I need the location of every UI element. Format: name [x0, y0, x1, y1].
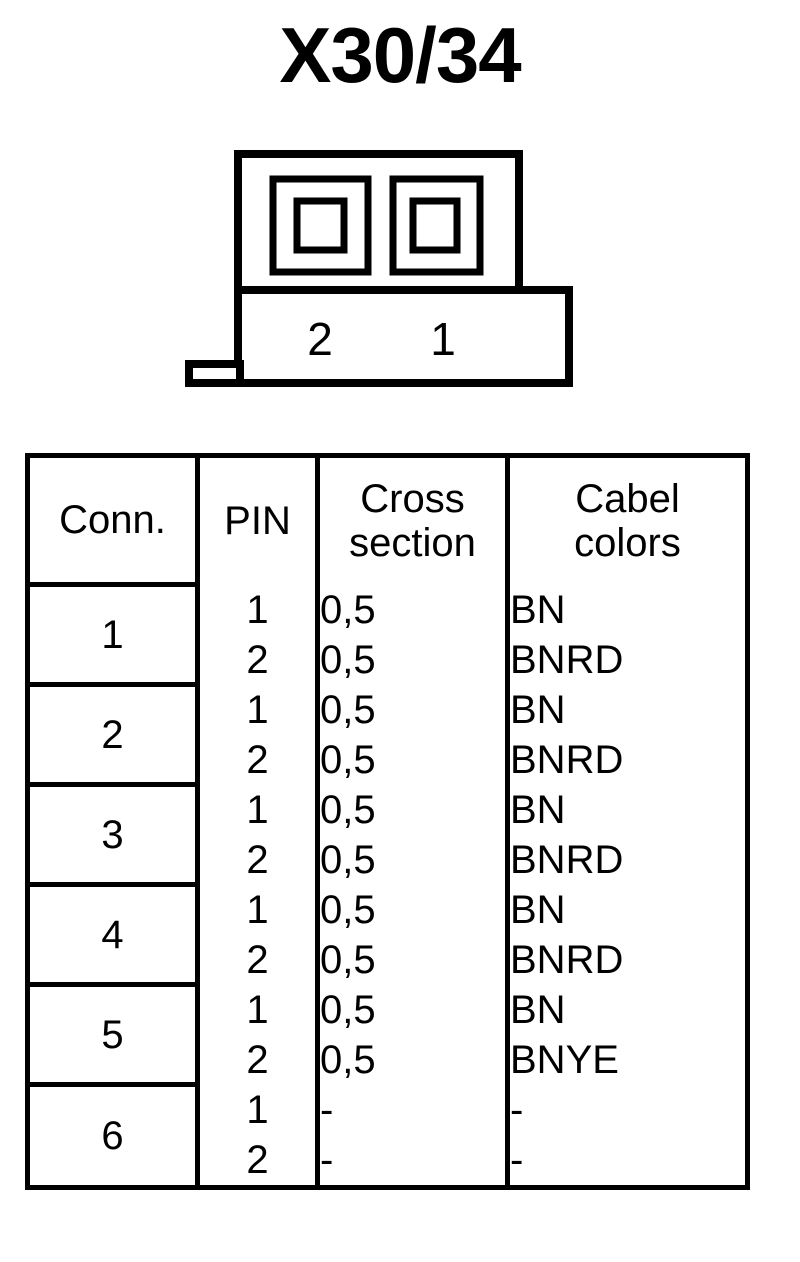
cell-cross-section: - — [315, 1084, 508, 1135]
connector-lower-body — [234, 286, 573, 387]
cell-cross-section: 0,5 — [315, 734, 508, 785]
cell-conn: 1 — [27, 582, 198, 685]
cell-pin: 2 — [195, 834, 318, 885]
cell-cross-section: 0,5 — [315, 1034, 508, 1085]
pin-slot-2-inner — [293, 197, 348, 254]
connector-pin-label-2: 2 — [307, 313, 333, 365]
cell-cabel-color: BNRD — [505, 834, 748, 885]
pin-slot-1-inner — [409, 197, 461, 254]
cell-cabel-color: BN — [505, 984, 748, 1035]
cell-cabel-color: BNRD — [505, 734, 748, 785]
page-title: X30/34 — [279, 11, 521, 99]
connector-pin-label-1: 1 — [430, 313, 456, 365]
cell-pin: 2 — [195, 634, 318, 685]
cell-pin: 1 — [195, 984, 318, 1035]
column-header-cross-line2: section — [349, 521, 476, 566]
cell-cross-section: 0,5 — [315, 934, 508, 985]
cell-cabel-color: BNRD — [505, 634, 748, 685]
cell-cabel-color: - — [505, 1084, 748, 1135]
cell-cabel-color: BN — [505, 584, 748, 635]
cell-pin: 2 — [195, 1034, 318, 1085]
cell-conn: 6 — [27, 1082, 198, 1187]
cell-cabel-color: BNRD — [505, 934, 748, 985]
cell-pin: 2 — [195, 734, 318, 785]
cell-pin: 2 — [195, 1134, 318, 1187]
table-header-row: Conn. PIN Cross section Cabel colors — [28, 455, 748, 585]
cell-cross-section: 0,5 — [315, 884, 508, 935]
cell-pin: 1 — [195, 884, 318, 935]
cell-pin: 1 — [195, 584, 318, 635]
cell-pin: 1 — [195, 784, 318, 835]
cell-cabel-color: BNYE — [505, 1034, 748, 1085]
connector-diagram: 2 1 — [0, 140, 800, 400]
cell-pin: 1 — [195, 684, 318, 735]
cell-conn: 4 — [27, 882, 198, 985]
cell-cross-section: - — [315, 1134, 508, 1187]
cell-pin: 2 — [195, 934, 318, 985]
column-header-cross-line1: Cross — [360, 477, 465, 522]
cell-conn: 5 — [27, 982, 198, 1085]
cell-conn: 2 — [27, 682, 198, 785]
column-header-conn: Conn. — [59, 498, 166, 542]
cell-cross-section: 0,5 — [315, 784, 508, 835]
column-header-cabel-colors: Cabel colors — [505, 455, 748, 585]
cell-cabel-color: BN — [505, 784, 748, 835]
column-header-color-line1: Cabel — [575, 477, 680, 522]
connector-latch-tab — [185, 360, 244, 387]
column-header-color-line2: colors — [574, 521, 681, 566]
cell-cross-section: 0,5 — [315, 684, 508, 735]
connector-svg: 2 1 — [185, 150, 573, 387]
cell-pin: 1 — [195, 1084, 318, 1135]
column-header-pin: PIN — [195, 455, 318, 585]
cell-cabel-color: BN — [505, 884, 748, 935]
column-header-cross-section: Cross section — [315, 455, 508, 585]
table-row: 2-- — [28, 1134, 748, 1187]
cell-conn: 3 — [27, 782, 198, 885]
cell-cabel-color: BN — [505, 684, 748, 735]
cell-cabel-color: - — [505, 1134, 748, 1187]
cell-cross-section: 0,5 — [315, 984, 508, 1035]
cell-cross-section: 0,5 — [315, 584, 508, 635]
cell-cross-section: 0,5 — [315, 634, 508, 685]
cell-cross-section: 0,5 — [315, 834, 508, 885]
